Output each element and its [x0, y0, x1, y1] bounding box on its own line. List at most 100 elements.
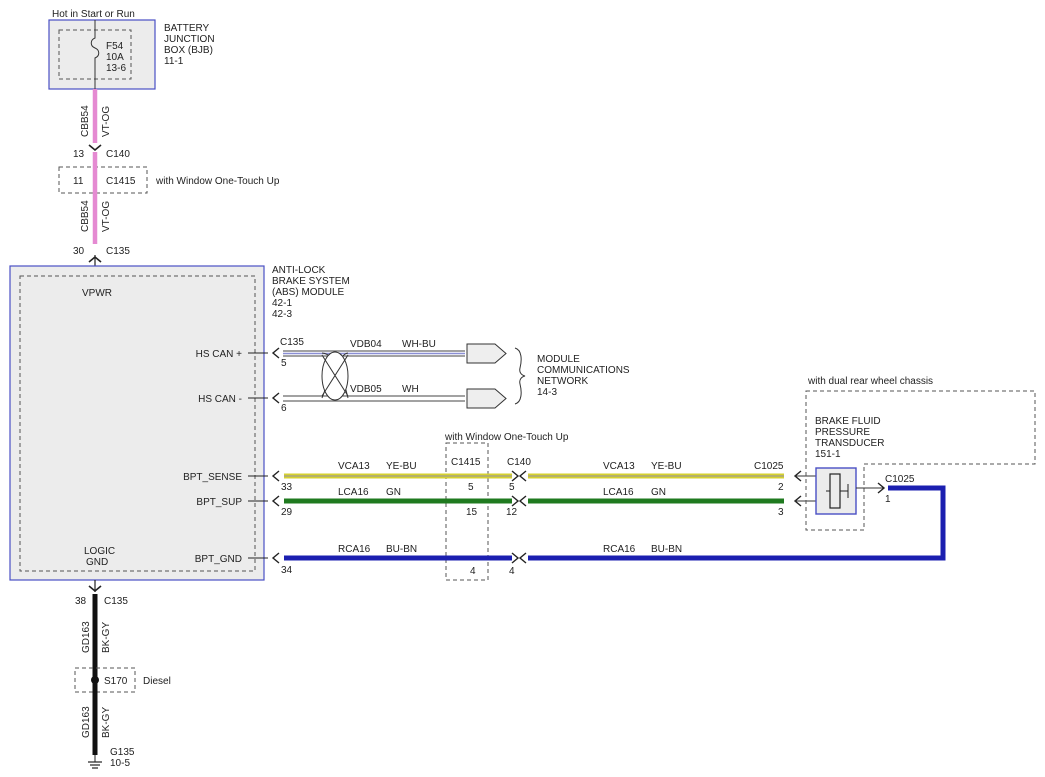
abs-label-line3: (ABS) MODULE	[272, 287, 345, 298]
fuse-rating: 10A	[106, 52, 124, 63]
splice-name: S170	[104, 676, 128, 687]
bjb-label-line3: BOX (BJB)	[164, 45, 213, 56]
c1025-name: C1025	[754, 461, 784, 472]
network-label-line1: MODULE	[537, 354, 580, 365]
bfpt-label-line2: PRESSURE	[815, 427, 870, 438]
c1025-pin-gnd: 1	[885, 494, 891, 505]
connector-chevron-icon	[271, 552, 280, 564]
gd163-lower-color: BK-GY	[101, 707, 112, 738]
network-label-line2: COMMUNICATIONS	[537, 365, 630, 376]
connector-chevron-icon	[88, 144, 102, 152]
abs-label-line1: ANTI-LOCK	[272, 265, 326, 276]
c1415-pin-gnd: 4	[470, 566, 476, 577]
ground-name: G135	[110, 747, 135, 758]
twisted-pair-icon	[321, 351, 349, 401]
battery-junction-box[interactable]	[48, 19, 156, 90]
rca16-color: BU-BN	[386, 544, 417, 555]
rca16-circuit-2: RCA16	[603, 544, 636, 555]
gd163-upper-circuit: GD163	[81, 621, 92, 653]
wire-cbb54-lower-color: VT-OG	[101, 201, 112, 232]
abs-module[interactable]	[9, 265, 265, 581]
c135-name-vpwr: C135	[106, 246, 130, 257]
connector-chevron-icon	[877, 482, 886, 494]
connector-chevron-icon	[518, 495, 527, 507]
c140-pin-sup: 12	[506, 507, 518, 518]
lca16-color: GN	[386, 487, 401, 498]
network-arrow-icon[interactable]	[466, 388, 507, 409]
bpt-sense-pin-abs: 33	[281, 482, 293, 493]
connector-chevron-icon	[271, 470, 280, 482]
c135-name-gnd: C135	[104, 596, 128, 607]
bpt-gnd-label: BPT_GND	[195, 554, 242, 565]
c1415-pin-power: 11	[73, 176, 84, 187]
bpt-sup-pin-abs: 29	[281, 507, 293, 518]
vca13-circuit: VCA13	[338, 461, 370, 472]
connector-chevron-icon	[271, 495, 280, 507]
vdb04-circuit: VDB04	[350, 339, 382, 350]
vdb05-color: WH	[402, 384, 419, 395]
abs-vpwr-label: VPWR	[82, 288, 112, 299]
c1415-name-power: C1415	[106, 176, 136, 187]
bjb-label-line1: BATTERY	[164, 23, 210, 34]
dual-rear-wheel-box	[805, 390, 1036, 531]
hs-can-plus-label: HS CAN +	[196, 349, 243, 360]
c1415-optional-box	[58, 166, 148, 194]
abs-ref1: 42-1	[272, 298, 292, 309]
vdb04-color: WH-BU	[402, 339, 436, 350]
c1025-pin-sense: 2	[778, 482, 784, 493]
c1415-name-sensor: C1415	[451, 457, 481, 468]
bfpt-label-line1: BRAKE FLUID	[815, 416, 881, 427]
bpt-sup-label: BPT_SUP	[196, 497, 242, 508]
connector-chevron-icon	[518, 552, 527, 564]
network-arrow-icon[interactable]	[466, 343, 507, 364]
fuse-ref: 13-6	[106, 63, 126, 74]
network-brace-icon	[514, 347, 526, 405]
lca16-circuit-2: LCA16	[603, 487, 634, 498]
network-ref: 14-3	[537, 387, 557, 398]
abs-logic-label: LOGIC	[84, 546, 115, 557]
bjb-label-line2: JUNCTION	[164, 34, 215, 45]
chassis-note: with dual rear wheel chassis	[807, 376, 933, 387]
fuse-icon	[90, 20, 100, 89]
lca16-color-2: GN	[651, 487, 666, 498]
vca13-color: YE-BU	[386, 461, 417, 472]
transducer-icon[interactable]	[815, 467, 857, 515]
rca16-circuit: RCA16	[338, 544, 371, 555]
bpt-sense-label: BPT_SENSE	[183, 472, 242, 483]
wire-cbb54-upper-color: VT-OG	[101, 106, 112, 137]
bfpt-ref: 151-1	[815, 449, 841, 460]
connector-chevron-icon	[88, 585, 102, 593]
lca16-circuit: LCA16	[338, 487, 369, 498]
c140-name-power: C140	[106, 149, 130, 160]
splice-note: Diesel	[143, 676, 171, 687]
c135-name-can: C135	[280, 337, 304, 348]
bjb-ref: 11-1	[164, 56, 184, 67]
hs-can-minus-label: HS CAN -	[198, 394, 242, 405]
abs-label-line2: BRAKE SYSTEM	[272, 276, 350, 287]
wire-vdb04[interactable]	[283, 350, 465, 357]
wire-cbb54-lower-circuit: CBB54	[80, 200, 91, 232]
c135-pin-vpwr: 30	[73, 246, 85, 257]
c140-pin-gnd: 4	[509, 566, 515, 577]
c140-pin-sense: 5	[509, 482, 515, 493]
wire-rca16[interactable]	[284, 485, 946, 561]
ground-icon[interactable]	[88, 755, 102, 769]
c135-pin-gnd: 38	[75, 596, 87, 607]
gd163-upper-color: BK-GY	[101, 622, 112, 653]
connector-chevron-icon	[511, 470, 520, 482]
wire-cbb54-upper-circuit: CBB54	[80, 105, 91, 137]
c1025-name-gnd: C1025	[885, 474, 915, 485]
c140-pin-power: 13	[73, 149, 85, 160]
abs-ref2: 42-3	[272, 309, 292, 320]
hot-in-start-run-label: Hot in Start or Run	[52, 9, 135, 20]
c1415-optional-box-sensor	[445, 442, 489, 581]
fuse-name: F54	[106, 41, 124, 52]
wire-vdb05[interactable]	[283, 395, 465, 402]
c140-name-sensor: C140	[507, 457, 531, 468]
gd163-lower-circuit: GD163	[81, 706, 92, 738]
c1415-note-power: with Window One-Touch Up	[155, 176, 280, 187]
rca16-color-2: BU-BN	[651, 544, 682, 555]
c1415-note-sensor: with Window One-Touch Up	[444, 432, 569, 443]
network-label-line3: NETWORK	[537, 376, 588, 387]
